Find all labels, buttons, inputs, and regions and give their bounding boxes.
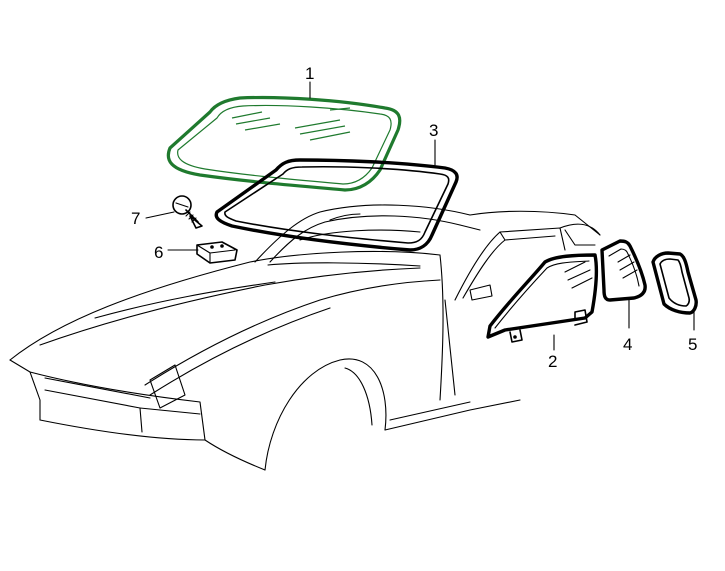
leader-lines — [145, 81, 695, 351]
clip-part — [196, 241, 238, 264]
callout-4: 4 — [623, 335, 632, 354]
callout-5: 5 — [688, 335, 697, 354]
quarter-window-glass — [600, 239, 647, 302]
bolt-part — [172, 195, 203, 229]
windshield-glass — [166, 95, 402, 192]
quarter-window-seal — [651, 251, 698, 315]
callout-2: 2 — [548, 352, 557, 371]
windshield-seal — [214, 158, 459, 252]
callout-3: 3 — [429, 121, 438, 140]
car-body — [9, 204, 601, 471]
callout-6: 6 — [154, 243, 163, 262]
door-window-glass — [486, 253, 599, 343]
callout-1: 1 — [305, 64, 314, 83]
callout-7: 7 — [131, 209, 140, 228]
